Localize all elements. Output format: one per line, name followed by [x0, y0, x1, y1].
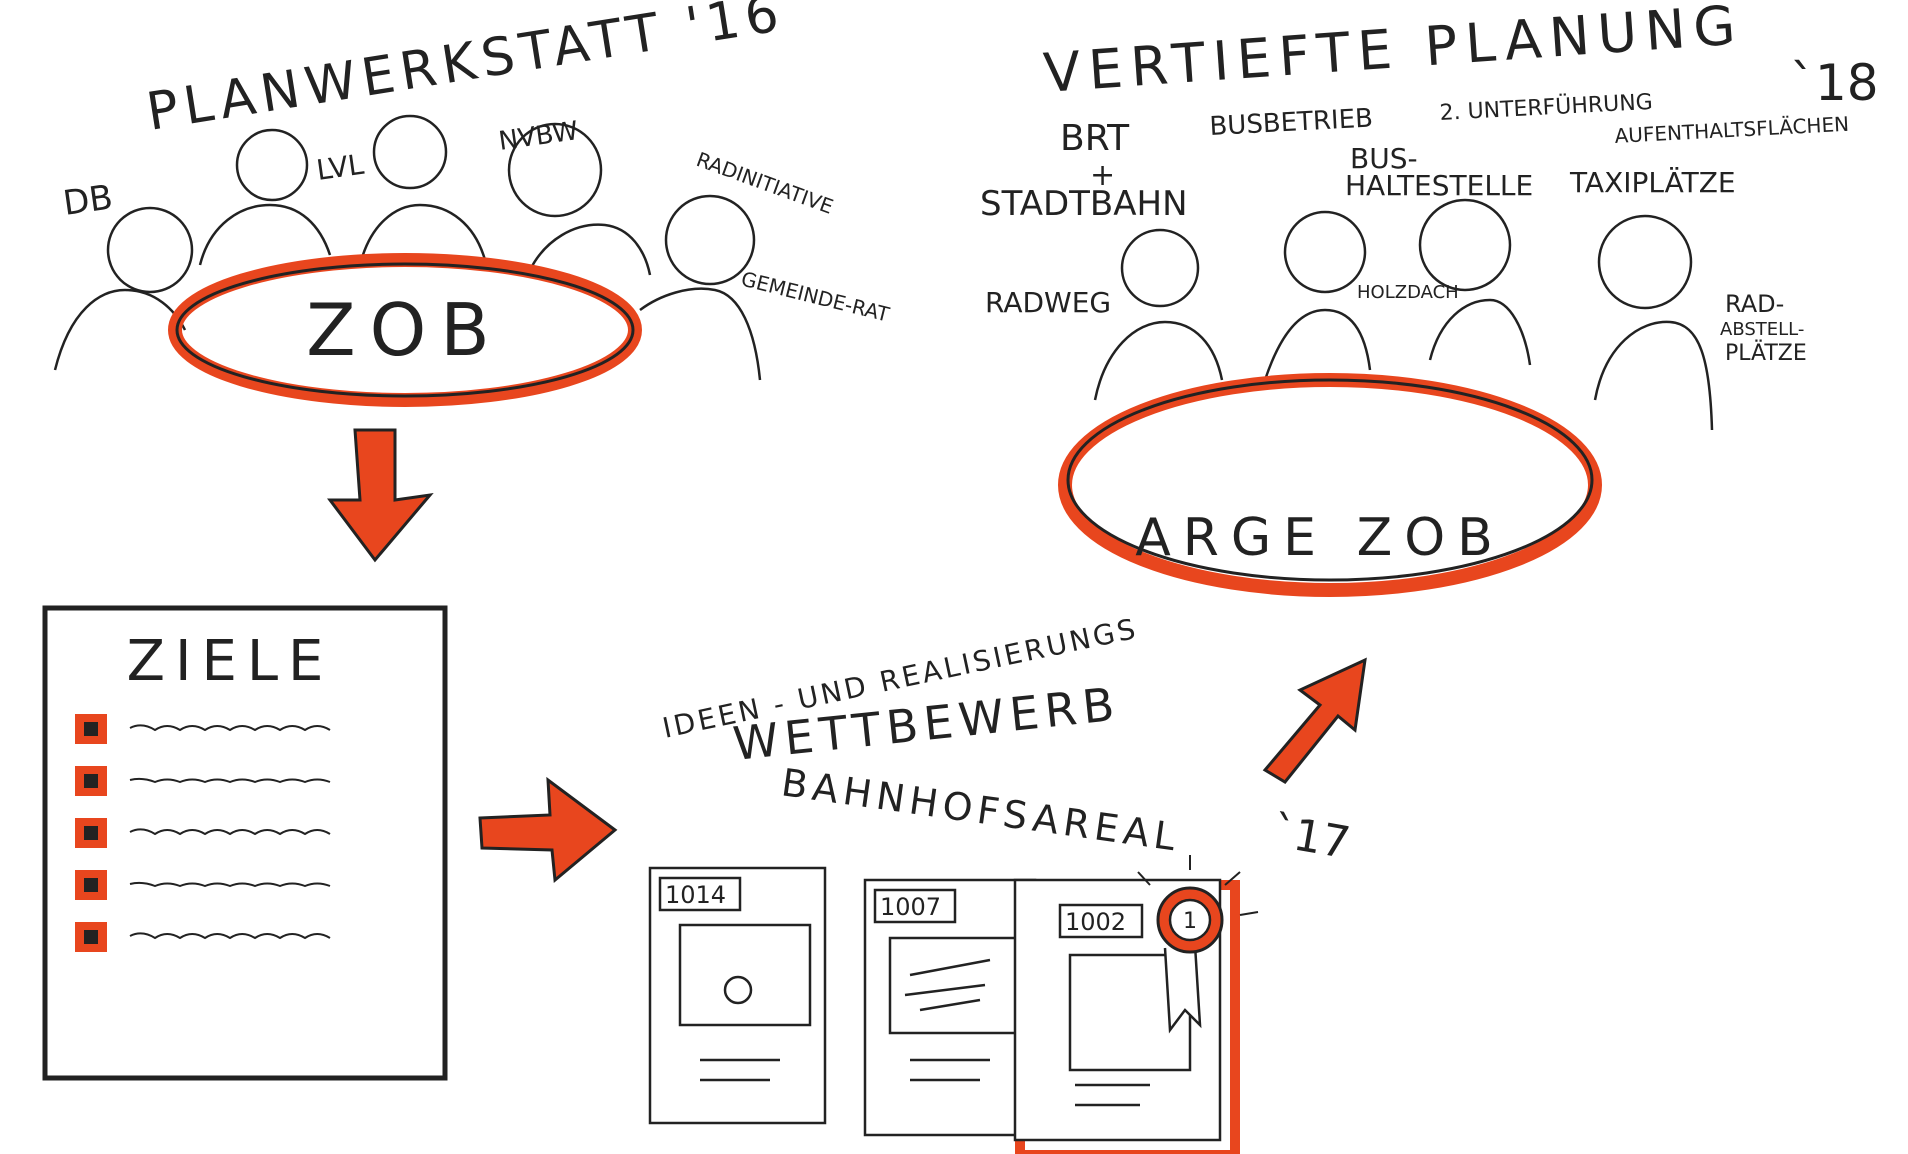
- goals-title: ZIELE: [127, 629, 334, 694]
- goal-item: [75, 870, 331, 900]
- participant-radinitiative: RADINITIATIVE: [693, 147, 836, 219]
- competition-title-2: BAHNHOFSAREAL: [779, 760, 1183, 860]
- topic-brt: BRT: [1060, 118, 1130, 159]
- topic-holzdach: HOLZDACH: [1357, 282, 1459, 303]
- competition-section: IDEEN - UND REALISIERUNGS WETTBEWERB BAH…: [648, 612, 1354, 1154]
- participant-nvbw: NVBW: [497, 116, 580, 157]
- goal-text-line: [129, 932, 331, 940]
- topic-stadtbahn: STADTBAHN: [980, 184, 1188, 224]
- goal-item: [75, 714, 331, 744]
- topic-rad: RAD-: [1725, 290, 1784, 318]
- goals-section: ZIELE: [42, 605, 448, 1081]
- goal-bullet-mark: [84, 774, 98, 788]
- goal-text-line: [129, 724, 331, 732]
- goal-bullet-mark: [84, 878, 98, 892]
- arrow-to-competition: [478, 776, 618, 883]
- workshop-zob-label: ZOB: [306, 288, 503, 372]
- competition-year: `17: [1268, 806, 1354, 870]
- topic-busbetrieb: BUSBETRIEB: [1209, 103, 1374, 142]
- participant-gemeinderat: GEMEINDE-RAT: [739, 267, 893, 327]
- goal-item: [75, 766, 331, 796]
- goal-bullet-mark: [84, 930, 98, 944]
- planning-year: `18: [1790, 54, 1879, 112]
- planning-arge-label: ARGE ZOB: [1135, 508, 1505, 568]
- goal-items: [75, 714, 331, 952]
- goal-text-line: [129, 881, 331, 888]
- entry-number-1007: 1007: [880, 893, 941, 921]
- entry-number-1014: 1014: [665, 881, 726, 909]
- workshop-people: [53, 114, 762, 381]
- topic-unterfuehrung: 2. UNTERFÜHRUNG: [1439, 89, 1653, 126]
- workshop-zob-ellipse: [168, 253, 642, 407]
- arrow-to-goals: [327, 428, 434, 563]
- planning-title: VERTIEFTE PLANUNG: [1042, 0, 1746, 105]
- topic-plus: +: [1090, 158, 1115, 193]
- topic-taxiplaetze: TAXIPLÄTZE: [1569, 166, 1736, 199]
- entry-sheet-1014: [648, 866, 827, 1125]
- goal-text-line: [129, 828, 331, 836]
- goal-item: [75, 922, 331, 952]
- entry-number-1002: 1002: [1065, 908, 1126, 936]
- workshop-section: PLANWERKSTATT '16 DB LVL NVBW RADINITIAT…: [53, 0, 893, 407]
- goal-bullet-mark: [84, 722, 98, 736]
- participant-lvl: LVL: [314, 148, 366, 187]
- topic-bus: BUS-: [1350, 142, 1418, 175]
- planning-section: VERTIEFTE PLANUNG `18 BRT + STADTBAHN BU…: [980, 0, 1879, 597]
- arrow-to-planning: [1262, 657, 1367, 784]
- planning-people: [1093, 198, 1714, 431]
- topic-plaetze: PLÄTZE: [1725, 340, 1807, 366]
- goal-bullet-mark: [84, 826, 98, 840]
- topic-aufenthaltsflaechen: AUFENTHALTSFLÄCHEN: [1614, 112, 1850, 148]
- winner-rosette-icon: [1137, 855, 1259, 1034]
- topic-haltestelle: HALTESTELLE: [1345, 169, 1533, 202]
- goal-text-line: [129, 777, 331, 784]
- participant-db: DB: [61, 177, 116, 224]
- workshop-title: PLANWERKSTATT '16: [143, 0, 789, 143]
- topic-abstell: ABSTELL-: [1720, 319, 1804, 340]
- goals-sheet: [42, 605, 448, 1081]
- winner-badge-label: 1: [1183, 909, 1197, 934]
- goal-item: [75, 818, 331, 848]
- topic-radweg: RADWEG: [985, 286, 1111, 319]
